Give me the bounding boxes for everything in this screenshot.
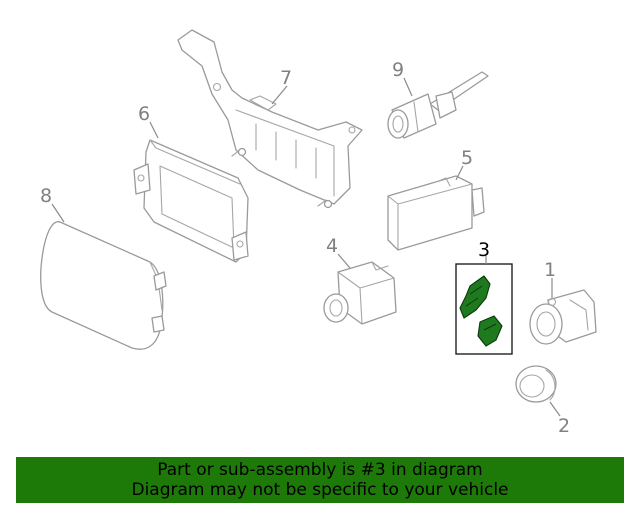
part-9-sensor xyxy=(387,71,489,139)
leader-2 xyxy=(549,401,561,417)
part-7-bracket xyxy=(177,29,363,209)
callout-6: 6 xyxy=(138,103,150,125)
part-3-piece-lower xyxy=(477,315,503,347)
leader-8 xyxy=(51,203,65,223)
part-3-piece-upper xyxy=(459,275,491,319)
part-3-bracket-pieces xyxy=(459,275,503,347)
part-1-sensor xyxy=(529,289,597,345)
callout-8: 8 xyxy=(40,185,52,207)
leader-9 xyxy=(403,77,413,97)
callout-5: 5 xyxy=(461,147,473,169)
callout-2: 2 xyxy=(558,415,570,437)
callout-7: 7 xyxy=(280,67,292,89)
part-2-ring xyxy=(515,365,557,403)
banner-line-1: Part or sub-assembly is #3 in diagram xyxy=(157,460,483,480)
info-banner: Part or sub-assembly is #3 in diagram Di… xyxy=(16,457,624,503)
callout-4: 4 xyxy=(326,235,338,257)
part-8-cover xyxy=(40,221,167,350)
leader-6 xyxy=(149,121,159,139)
leader-4 xyxy=(337,253,351,269)
callout-1: 1 xyxy=(544,259,556,281)
banner-line-2: Diagram may not be specific to your vehi… xyxy=(131,480,509,500)
callout-9: 9 xyxy=(392,59,404,81)
parts-diagram: 7 9 6 5 8 xyxy=(40,29,597,437)
leader-7 xyxy=(271,85,288,105)
callout-3: 3 xyxy=(478,239,490,261)
part-4-camera xyxy=(323,261,397,325)
leader-5 xyxy=(455,165,464,181)
part-5-box-module xyxy=(387,175,485,251)
part-6-control-module xyxy=(133,139,249,263)
